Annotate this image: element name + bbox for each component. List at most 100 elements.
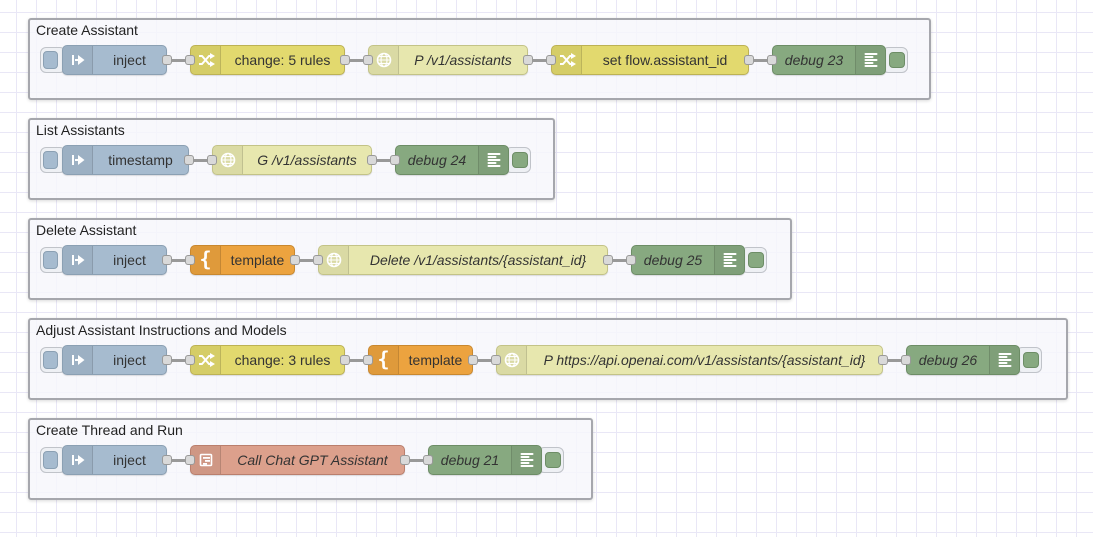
node-debug[interactable]: debug 21 (428, 445, 542, 475)
output-port[interactable] (162, 455, 172, 465)
node-inject[interactable]: timestamp (62, 145, 189, 175)
wire[interactable] (189, 158, 212, 162)
node-change[interactable]: set flow.assistant_id (551, 45, 749, 75)
output-port[interactable] (603, 255, 613, 265)
input-port[interactable] (901, 355, 911, 365)
inject-button-face[interactable] (43, 51, 58, 69)
wire[interactable] (167, 458, 190, 462)
output-port[interactable] (340, 355, 350, 365)
debug-toggle-face[interactable] (512, 152, 528, 168)
inject-button-face[interactable] (43, 351, 58, 369)
wire[interactable] (345, 358, 368, 362)
inject-button-face[interactable] (43, 151, 58, 169)
input-port[interactable] (313, 255, 323, 265)
node-inject[interactable]: inject (62, 45, 167, 75)
node-debug[interactable]: debug 25 (631, 245, 745, 275)
debug-toggle-face[interactable] (545, 452, 561, 468)
node-template[interactable]: { template (368, 345, 473, 375)
output-port[interactable] (340, 55, 350, 65)
node-inject[interactable]: inject (62, 345, 167, 375)
node-template[interactable]: { template (190, 245, 295, 275)
wire[interactable] (528, 58, 551, 62)
inject-button-face[interactable] (43, 451, 58, 469)
inject-arrow-icon (63, 146, 93, 174)
debug-toggle-face[interactable] (748, 252, 764, 268)
inject-arrow-icon (63, 246, 93, 274)
debug-toggle-face[interactable] (889, 52, 905, 68)
input-port[interactable] (363, 55, 373, 65)
input-port[interactable] (423, 455, 433, 465)
input-port[interactable] (767, 55, 777, 65)
node-label: Call Chat GPT Assistant (237, 452, 388, 468)
globe-icon (497, 346, 527, 374)
node-http[interactable]: G /v1/assistants (212, 145, 372, 175)
node-http[interactable]: Delete /v1/assistants/{assistant_id} (318, 245, 608, 275)
wire[interactable] (295, 258, 318, 262)
node-inject[interactable]: inject (62, 245, 167, 275)
node-debug[interactable]: debug 26 (906, 345, 1020, 375)
wire[interactable] (473, 358, 496, 362)
node-label: template (230, 252, 285, 268)
node-http[interactable]: P /v1/assistants (368, 45, 528, 75)
output-port[interactable] (367, 155, 377, 165)
wire[interactable] (167, 58, 190, 62)
globe-icon (213, 146, 243, 174)
node-label: debug 23 (784, 52, 844, 68)
debug-toggle-button[interactable] (882, 47, 908, 73)
node-debug[interactable]: debug 24 (395, 145, 509, 175)
wire[interactable] (372, 158, 395, 162)
wire[interactable] (883, 358, 906, 362)
debug-lines-icon (855, 46, 885, 74)
wire[interactable] (167, 258, 190, 262)
output-port[interactable] (878, 355, 888, 365)
brace-icon: { (191, 246, 221, 274)
node-change[interactable]: change: 5 rules (190, 45, 345, 75)
output-port[interactable] (744, 55, 754, 65)
node-subflow[interactable]: Call Chat GPT Assistant (190, 445, 405, 475)
inject-button-face[interactable] (43, 251, 58, 269)
node-label: debug 26 (918, 352, 978, 368)
node-inject[interactable]: inject (62, 445, 167, 475)
node-change[interactable]: change: 3 rules (190, 345, 345, 375)
output-port[interactable] (290, 255, 300, 265)
shuffle-icon (191, 346, 221, 374)
input-port[interactable] (390, 155, 400, 165)
output-port[interactable] (523, 55, 533, 65)
node-debug[interactable]: debug 23 (772, 45, 886, 75)
wire[interactable] (345, 58, 368, 62)
output-port[interactable] (468, 355, 478, 365)
input-port[interactable] (363, 355, 373, 365)
output-port[interactable] (162, 55, 172, 65)
debug-toggle-face[interactable] (1023, 352, 1039, 368)
input-port[interactable] (185, 255, 195, 265)
wire[interactable] (749, 58, 772, 62)
brace-icon: { (369, 346, 399, 374)
node-label: debug 25 (643, 252, 703, 268)
node-label: change: 3 rules (234, 352, 331, 368)
input-port[interactable] (185, 455, 195, 465)
node-label: G /v1/assistants (257, 152, 357, 168)
output-port[interactable] (400, 455, 410, 465)
node-label: template (408, 352, 463, 368)
node-label: inject (113, 452, 146, 468)
input-port[interactable] (491, 355, 501, 365)
output-port[interactable] (162, 255, 172, 265)
shuffle-icon (552, 46, 582, 74)
wire[interactable] (405, 458, 428, 462)
globe-icon (369, 46, 399, 74)
debug-lines-icon (478, 146, 508, 174)
debug-lines-icon (714, 246, 744, 274)
node-label: debug 21 (440, 452, 500, 468)
input-port[interactable] (626, 255, 636, 265)
input-port[interactable] (546, 55, 556, 65)
wire[interactable] (167, 358, 190, 362)
output-port[interactable] (184, 155, 194, 165)
wire[interactable] (608, 258, 631, 262)
input-port[interactable] (185, 55, 195, 65)
output-port[interactable] (162, 355, 172, 365)
node-http[interactable]: P https://api.openai.com/v1/assistants/{… (496, 345, 883, 375)
node-label: P /v1/assistants (414, 52, 512, 68)
input-port[interactable] (207, 155, 217, 165)
input-port[interactable] (185, 355, 195, 365)
